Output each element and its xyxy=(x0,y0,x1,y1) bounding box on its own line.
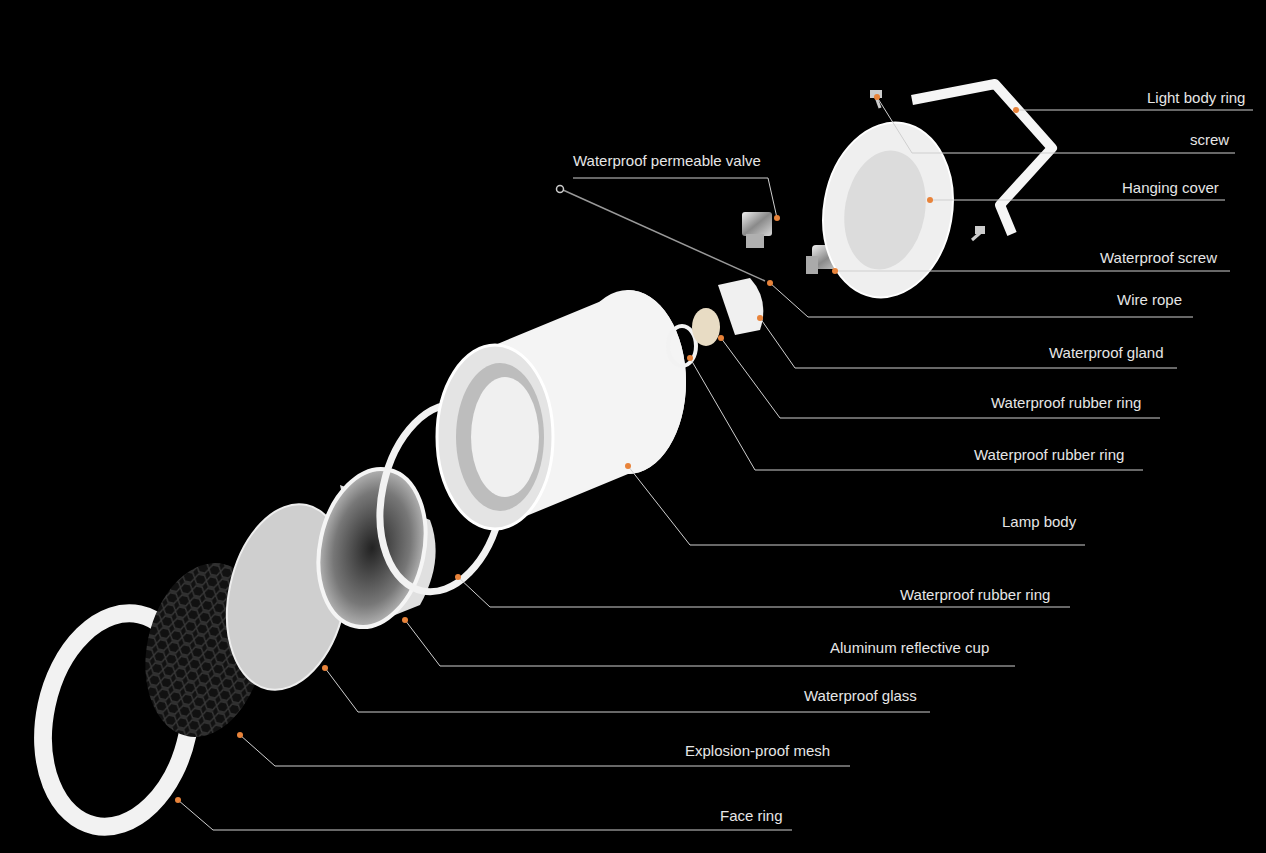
part-label: Aluminum reflective cup xyxy=(830,639,989,657)
part-label: Face ring xyxy=(720,807,783,825)
part-label: Waterproof glass xyxy=(804,687,917,705)
part-label: Wire rope xyxy=(1117,291,1182,309)
part-label: screw xyxy=(1190,131,1229,149)
part-label: Waterproof permeable valve xyxy=(573,152,761,170)
part-label: Explosion-proof mesh xyxy=(685,742,830,760)
part-label: Waterproof rubber ring xyxy=(900,586,1050,604)
part-label: Waterproof screw xyxy=(1100,249,1217,267)
part-label: Waterproof rubber ring xyxy=(991,394,1141,412)
part-label: Waterproof rubber ring xyxy=(974,446,1124,464)
part-label: Light body ring xyxy=(1147,89,1245,107)
part-label: Lamp body xyxy=(1002,513,1076,531)
part-label: Waterproof gland xyxy=(1049,344,1164,362)
part-label: Hanging cover xyxy=(1122,179,1219,197)
